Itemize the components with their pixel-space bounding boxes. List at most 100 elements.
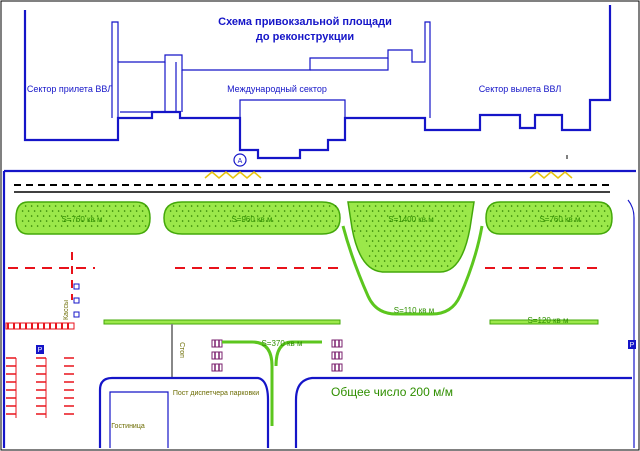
island-dot: [389, 230, 392, 232]
island-dot: [84, 215, 87, 217]
island-dot: [374, 215, 377, 217]
island-dot: [111, 220, 114, 222]
island-dot: [331, 220, 334, 222]
island-dot: [244, 225, 247, 227]
island-dot: [558, 205, 561, 207]
island-dot: [392, 255, 395, 257]
island-dot: [528, 205, 531, 207]
island-dot: [377, 260, 380, 262]
island-dot: [193, 220, 196, 222]
island-dot: [36, 215, 39, 217]
island-dot: [24, 225, 27, 227]
island-dot: [274, 225, 277, 227]
island-dot: [132, 215, 135, 217]
island-dot: [57, 220, 60, 222]
island-dot: [226, 215, 229, 217]
island-dot: [217, 220, 220, 222]
island-dot: [371, 250, 374, 252]
island-dot: [365, 220, 368, 222]
island-dot: [416, 205, 419, 207]
island-dot: [582, 225, 585, 227]
island-dot: [359, 230, 362, 232]
island-dot: [362, 205, 365, 207]
traffic-light: [331, 339, 343, 348]
island-dot: [567, 210, 570, 212]
island-dot: [298, 205, 301, 207]
island-dot: [238, 225, 241, 227]
island-dot: [36, 205, 39, 207]
island-dot: [492, 205, 495, 207]
traffic-light: [211, 339, 223, 348]
island-dot: [422, 245, 425, 247]
island-dot: [413, 230, 416, 232]
island-dot: [289, 210, 292, 212]
island-dot: [498, 215, 501, 217]
island-dot: [455, 210, 458, 212]
island-dot: [603, 220, 606, 222]
island-dot: [105, 210, 108, 212]
island-dot: [546, 215, 549, 217]
island-dot: [582, 215, 585, 217]
island-dot: [75, 220, 78, 222]
island-dot: [422, 205, 425, 207]
island-dot: [283, 210, 286, 212]
island-dot: [428, 245, 431, 247]
island-dot: [404, 225, 407, 227]
island-dot: [277, 210, 280, 212]
green-area-3-label: S=1400 кв м: [388, 215, 434, 224]
island-dot: [431, 230, 434, 232]
island-dot: [126, 215, 129, 217]
island-dot: [114, 225, 117, 227]
island-dot: [295, 210, 298, 212]
island-dot: [141, 210, 144, 212]
island-dot: [96, 225, 99, 227]
island-dot: [368, 255, 371, 257]
island-dot: [33, 210, 36, 212]
island-dot: [301, 210, 304, 212]
island-dot: [304, 225, 307, 227]
island-dot: [449, 230, 452, 232]
green-area-1-label: S=760 кв м: [61, 215, 102, 224]
island-dot: [325, 210, 328, 212]
island-dot: [60, 225, 63, 227]
island-dot: [181, 220, 184, 222]
island-dot: [522, 205, 525, 207]
island-dot: [211, 220, 214, 222]
island-dot: [199, 220, 202, 222]
island-dot: [410, 205, 413, 207]
island-dot: [398, 205, 401, 207]
island-dot: [464, 215, 467, 217]
island-dot: [461, 230, 464, 232]
island-dot: [410, 225, 413, 227]
island-dot: [576, 205, 579, 207]
island-dot: [579, 210, 582, 212]
island-dot: [310, 225, 313, 227]
island-dot: [389, 210, 392, 212]
island-dot: [446, 205, 449, 207]
island-dot: [226, 205, 229, 207]
island-dot: [129, 210, 132, 212]
island-dot: [428, 255, 431, 257]
island-dot: [298, 215, 301, 217]
island-dot: [425, 220, 428, 222]
title-line-1: Схема привокзальной площади: [218, 16, 392, 28]
island-dot: [437, 220, 440, 222]
island-dot: [461, 210, 464, 212]
island-dot: [108, 205, 111, 207]
island-dot: [380, 245, 383, 247]
island-dot: [108, 215, 111, 217]
island-dot: [440, 255, 443, 257]
island-dot: [138, 215, 141, 217]
island-dot: [196, 215, 199, 217]
island-dot: [141, 220, 144, 222]
island-dot: [21, 210, 24, 212]
island-dot: [144, 215, 147, 217]
island-dot: [132, 205, 135, 207]
island-dot: [383, 260, 386, 262]
island-dot: [561, 210, 564, 212]
island-dot: [181, 210, 184, 212]
island-dot: [353, 230, 356, 232]
island-dot: [585, 220, 588, 222]
median-strip: [103, 319, 341, 325]
island-dot: [419, 210, 422, 212]
